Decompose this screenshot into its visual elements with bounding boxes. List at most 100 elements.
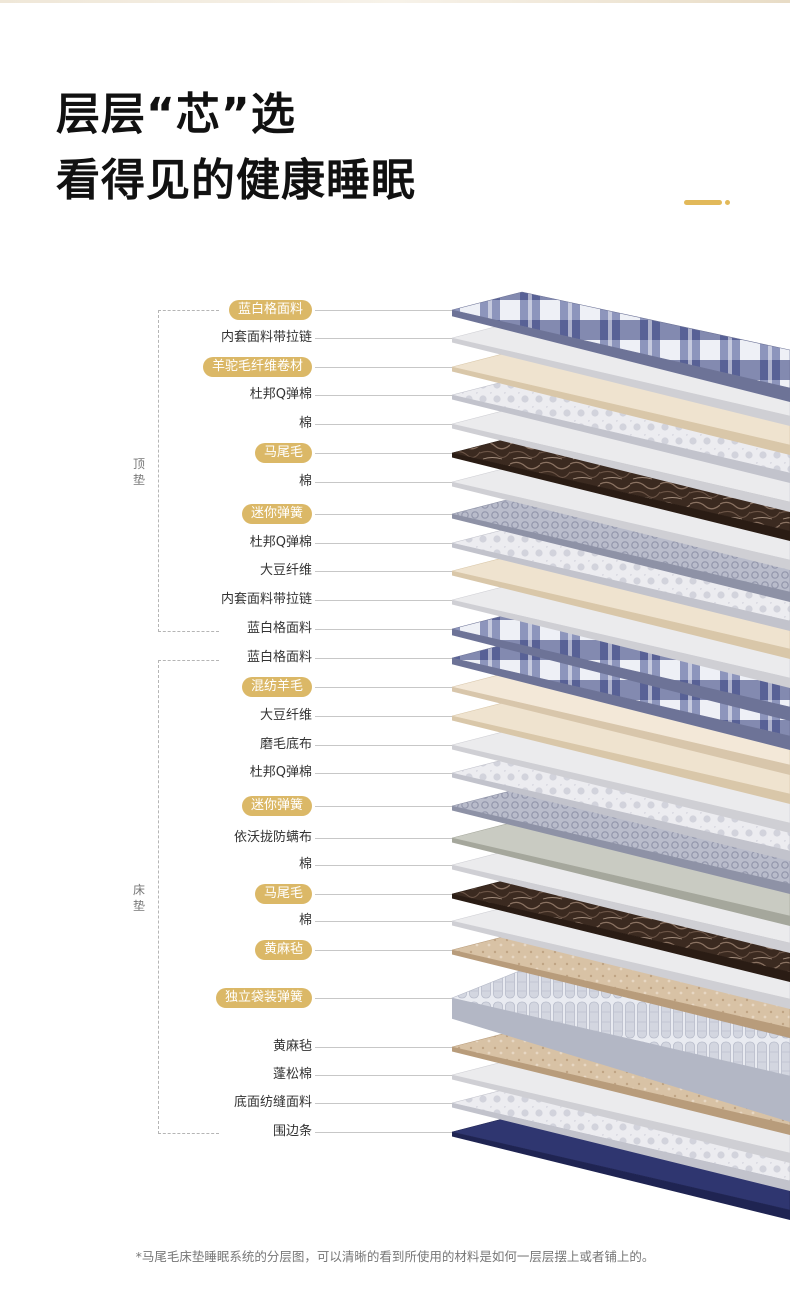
leader-line [315, 894, 452, 895]
leader-line [315, 514, 452, 515]
layer-label: 依沃拢防螨布 [233, 830, 312, 845]
layer-label-highlighted: 羊驼毛纤维卷材 [202, 357, 312, 377]
headline-line-2: 看得见的健康睡眠 [56, 155, 416, 206]
leader-line [315, 310, 452, 311]
headline-line-1: 层层“芯”选 [56, 89, 296, 140]
layer-label-highlighted: 迷你弹簧 [241, 796, 312, 816]
layer-navy-edge [452, 1132, 790, 1220]
layer-row: 内套面料带拉链 [160, 328, 452, 348]
layer-row: 底面纺缝面料 [160, 1093, 452, 1113]
layer-quilt-edge [452, 395, 790, 483]
leader-line [315, 998, 452, 999]
layer-plaid-edge [452, 629, 790, 721]
layer-row: 棉 [160, 855, 452, 875]
layer-cream-edge [452, 716, 790, 804]
layer-gray-edge [452, 838, 790, 926]
accent-dot [725, 200, 730, 205]
layer-label: 大豆纤维 [259, 708, 312, 723]
layer-jute-edge [452, 950, 790, 1038]
leader-line [315, 1075, 452, 1076]
layer-label: 蓝白格面料 [246, 650, 312, 665]
leader-line [315, 865, 452, 866]
footnote: *马尾毛床垫睡眠系统的分层图，可以清晰的看到所使用的材料是如何一层层摆上或者铺上… [135, 1249, 655, 1264]
layer-label: 蓬松棉 [272, 1067, 312, 1082]
layer-row: 蓝白格面料 [160, 648, 452, 668]
layer-white-edge [452, 600, 790, 688]
layer-label: 磨毛底布 [259, 737, 312, 752]
layer-label: 杜邦Q弹棉 [249, 765, 312, 780]
layer-row: 磨毛底布 [160, 735, 452, 755]
leader-line [315, 453, 452, 454]
leader-line [315, 806, 452, 807]
layer-row: 大豆纤维 [160, 706, 452, 726]
layer-horsehair-edge [452, 453, 790, 541]
layer-quilt-edge [452, 773, 790, 861]
leader-line [315, 600, 452, 601]
layer-label: 底面纺缝面料 [233, 1095, 312, 1110]
leader-line [315, 838, 452, 839]
layer-row: 杜邦Q弹棉 [160, 763, 452, 783]
layer-row: 杜邦Q弹棉 [160, 385, 452, 405]
layer-label-highlighted: 马尾毛 [254, 884, 312, 904]
layer-white-edge [452, 338, 790, 426]
layer-jute-edge [452, 1047, 790, 1135]
layer-wool-edge [452, 687, 790, 775]
layer-label-highlighted: 蓝白格面料 [228, 300, 312, 320]
layer-label: 棉 [298, 416, 312, 431]
topper-group-label: 顶垫 [132, 457, 145, 487]
layer-horsehair-edge [452, 894, 790, 982]
leader-line [315, 687, 452, 688]
mattress-bracket [158, 660, 219, 1134]
layer-row: 蓝白格面料 [160, 619, 452, 639]
layer-cream-edge [452, 367, 790, 455]
leader-line [315, 571, 452, 572]
layer-row: 内套面料带拉链 [160, 590, 452, 610]
leader-line [315, 395, 452, 396]
layer-white-edge [452, 1075, 790, 1163]
leader-line [315, 1103, 452, 1104]
layer-row: 蓝白格面料 [160, 300, 452, 320]
layer-label: 黄麻毡 [272, 1039, 312, 1054]
layer-label: 杜邦Q弹棉 [249, 535, 312, 550]
layer-white-edge [452, 482, 790, 570]
leader-line [315, 367, 452, 368]
topper-bracket [158, 310, 219, 632]
layer-row: 马尾毛 [160, 884, 452, 904]
layer-label: 蓝白格面料 [246, 621, 312, 636]
leader-line [315, 338, 452, 339]
layer-spring-edge [452, 806, 790, 894]
layer-plaid-edge [452, 658, 790, 750]
layer-row: 依沃拢防螨布 [160, 828, 452, 848]
leader-line [315, 921, 452, 922]
layer-white-edge [452, 921, 790, 1009]
leader-line [315, 716, 452, 717]
leader-line [315, 424, 452, 425]
layer-pocket-edge [452, 998, 790, 1122]
layer-row: 大豆纤维 [160, 561, 452, 581]
layer-label-highlighted: 独立袋装弹簧 [215, 988, 312, 1008]
leader-line [315, 658, 452, 659]
layer-row: 黄麻毡 [160, 940, 452, 960]
layer-row: 棉 [160, 414, 452, 434]
leader-line [315, 950, 452, 951]
layer-row: 混纺羊毛 [160, 677, 452, 697]
layer-row: 黄麻毡 [160, 1037, 452, 1057]
layer-label: 杜邦Q弹棉 [249, 387, 312, 402]
layer-cream-edge [452, 571, 790, 659]
layer-label-highlighted: 迷你弹簧 [241, 504, 312, 524]
layer-white-edge [452, 745, 790, 833]
layer-spring-edge [452, 514, 790, 602]
layer-label: 大豆纤维 [259, 563, 312, 578]
layer-quilt-edge [452, 543, 790, 631]
layer-row: 围边条 [160, 1122, 452, 1142]
layer-row: 棉 [160, 472, 452, 492]
layer-label: 内套面料带拉链 [220, 330, 312, 345]
layer-plaid-edge [452, 310, 790, 402]
layer-white-edge [452, 865, 790, 953]
layer-label: 棉 [298, 913, 312, 928]
accent-bar [684, 200, 722, 205]
leader-line [315, 745, 452, 746]
leader-line [315, 482, 452, 483]
layer-row: 迷你弹簧 [160, 504, 452, 524]
